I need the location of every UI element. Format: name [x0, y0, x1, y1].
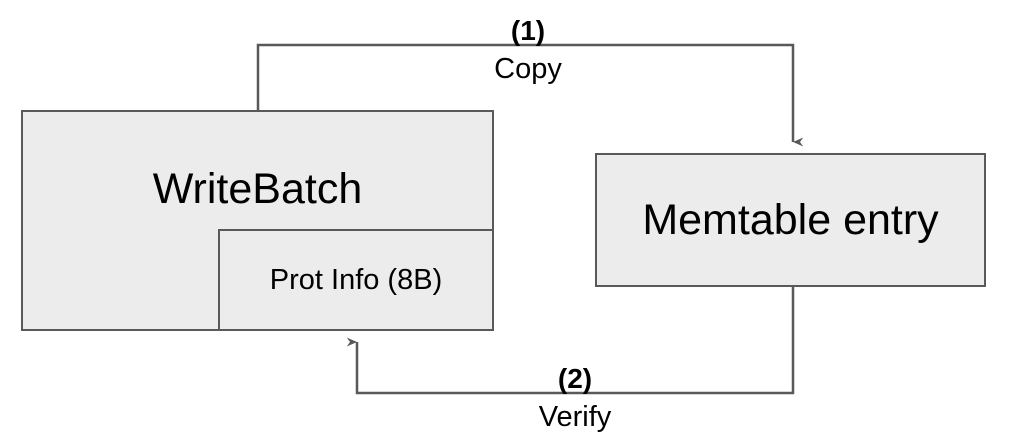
node-prot-info[interactable]: Prot Info (8B): [218, 229, 494, 331]
node-memtable-entry-label: Memtable entry: [642, 195, 939, 244]
edge-verify-label: Verify: [538, 401, 612, 433]
edge-verify-number: (2): [557, 363, 593, 394]
edge-verify-path: [346, 287, 795, 395]
edge-copy-path: [256, 43, 804, 147]
edge-copy-number: (1): [510, 15, 546, 46]
edge-copy-label: Copy: [494, 53, 562, 85]
node-prot-info-label: Prot Info (8B): [269, 263, 443, 296]
node-writebatch-label: WriteBatch: [152, 165, 363, 213]
node-memtable-entry[interactable]: Memtable entry: [595, 153, 986, 287]
